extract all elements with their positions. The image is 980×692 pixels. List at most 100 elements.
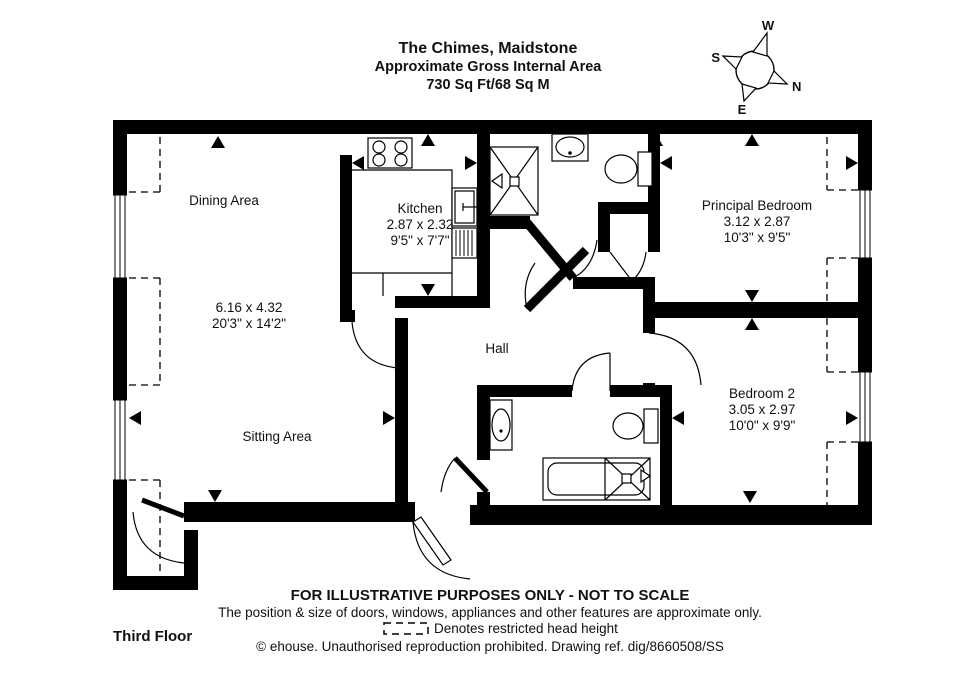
compass-east-label: E bbox=[738, 102, 747, 117]
dining-dim-imperial: 20'3" x 14'2" bbox=[212, 316, 286, 331]
compass-west-spike bbox=[752, 31, 768, 57]
footer-legend-text: Denotes restricted head height bbox=[434, 621, 618, 636]
window-dining-left bbox=[112, 194, 128, 279]
bedroom2-dim-imperial: 10'0" x 9'9" bbox=[729, 418, 796, 433]
principal-bedroom-label: Principal Bedroom bbox=[702, 198, 812, 213]
marker-left-shower bbox=[490, 172, 503, 190]
hall-cupboard-door-leaf bbox=[453, 456, 489, 494]
sitting-hall-divider bbox=[395, 318, 408, 502]
restricted-height-legend-icon bbox=[383, 622, 429, 635]
principal-dim-imperial: 10'3" x 9'5" bbox=[724, 230, 791, 245]
marker-up-dining bbox=[211, 136, 225, 148]
bedroom2-door-arc bbox=[648, 332, 702, 386]
compass-west-label: W bbox=[762, 18, 775, 33]
bathroom-east-wall bbox=[660, 385, 672, 505]
compass-south-label: S bbox=[711, 50, 720, 65]
shower-room-toilet bbox=[604, 151, 653, 187]
cupboard-door-arc bbox=[631, 251, 647, 282]
marker-left-kitchen bbox=[352, 156, 364, 170]
window-principal-right bbox=[857, 189, 873, 259]
marker-down-sitting bbox=[208, 490, 222, 502]
marker-left-sitting bbox=[129, 411, 141, 425]
windows bbox=[112, 189, 873, 481]
bathroom-north-wall-left bbox=[477, 385, 572, 397]
compass-north-label: N bbox=[792, 79, 801, 94]
cupboard-door-leaf bbox=[609, 251, 633, 282]
interior-walls bbox=[340, 134, 872, 505]
doors bbox=[132, 239, 702, 580]
marker-down-principal bbox=[745, 290, 759, 302]
shower-room-door-arc bbox=[524, 262, 536, 310]
hob-icon bbox=[367, 137, 413, 169]
kitchen-label: Kitchen bbox=[397, 201, 442, 216]
bathroom-door-arc bbox=[571, 352, 611, 392]
bathroom-west-wall-stub bbox=[477, 492, 490, 505]
room-labels: Dining Area 6.16 x 4.32 20'3" x 14'2" Ki… bbox=[189, 193, 812, 444]
marker-right-sitting bbox=[383, 411, 395, 425]
bedrooms-divider-wall bbox=[650, 302, 872, 318]
page-title: The Chimes, Maidstone bbox=[399, 40, 578, 57]
marker-down-bedroom2 bbox=[743, 491, 757, 503]
compass-east-spike bbox=[741, 83, 758, 103]
bedroom2-label: Bedroom 2 bbox=[729, 386, 795, 401]
storage-door-arc bbox=[132, 511, 185, 564]
hall-cupboard-door-arc bbox=[440, 457, 456, 493]
compass-south-spike bbox=[721, 55, 743, 71]
entrance-door-arc bbox=[412, 521, 471, 580]
marker-right-bath bbox=[640, 468, 652, 484]
marker-left-principal bbox=[660, 156, 672, 170]
kitchen-dim-metric: 2.87 x 2.32 bbox=[387, 217, 454, 232]
bathroom-basin bbox=[489, 399, 513, 451]
restricted-head-height-lines bbox=[129, 137, 858, 572]
cupboard-top-wall bbox=[598, 202, 660, 214]
title-area: 730 Sq Ft/68 Sq M bbox=[426, 77, 549, 93]
corridor-north-wall bbox=[573, 277, 655, 289]
bathtub bbox=[542, 457, 651, 501]
marker-right-bedroom2 bbox=[846, 411, 858, 425]
principal-bedroom-door-arc bbox=[572, 239, 598, 279]
marker-up-bedroom2 bbox=[745, 318, 759, 330]
marker-up-shower-room bbox=[649, 134, 663, 146]
vestibule-diagonal-door-leaf bbox=[523, 246, 590, 313]
kitchen-hall-wall-left bbox=[340, 310, 355, 322]
kitchen-hall-wall-right bbox=[395, 296, 480, 308]
kitchen-west-wall bbox=[340, 155, 352, 310]
sitting-area-label: Sitting Area bbox=[242, 429, 312, 444]
storage-door-leaf bbox=[141, 497, 185, 519]
marker-down-kitchen bbox=[421, 284, 435, 296]
dining-area-label: Dining Area bbox=[189, 193, 259, 208]
footer-copyright: © ehouse. Unauthorised reproduction proh… bbox=[256, 639, 724, 654]
shower-room-basin bbox=[551, 133, 589, 162]
title-subtitle: Approximate Gross Internal Area bbox=[375, 59, 603, 75]
footer-disclaimer: FOR ILLUSTRATIVE PURPOSES ONLY - NOT TO … bbox=[291, 587, 690, 604]
bathroom-west-wall bbox=[477, 385, 490, 460]
entrance-door-leaf bbox=[412, 516, 452, 566]
floor-label: Third Floor bbox=[113, 628, 192, 645]
title-block: The Chimes, Maidstone Approximate Gross … bbox=[375, 40, 603, 93]
window-bedroom2-right bbox=[857, 371, 873, 443]
footer: Third Floor FOR ILLUSTRATIVE PURPOSES ON… bbox=[113, 587, 762, 654]
shower-room-south-wall bbox=[477, 216, 530, 229]
bathroom-toilet bbox=[612, 408, 659, 444]
hall-label: Hall bbox=[485, 341, 508, 356]
window-sitting-left bbox=[112, 399, 128, 481]
marker-up-principal bbox=[745, 134, 759, 146]
bedroom2-dim-metric: 3.05 x 2.97 bbox=[729, 402, 796, 417]
marker-right-kitchen bbox=[465, 156, 477, 170]
cupboard-left-wall bbox=[598, 202, 610, 252]
measurement-markers bbox=[129, 134, 858, 503]
cupboard-right-wall bbox=[648, 202, 660, 252]
marker-up-kitchen bbox=[421, 134, 435, 146]
kitchen-dim-imperial: 9'5" x 7'7" bbox=[390, 233, 449, 248]
compass-icon: W S N E bbox=[711, 18, 801, 117]
sitting-door-arc bbox=[351, 321, 399, 369]
kitchen-sink bbox=[451, 187, 478, 259]
bedroom2-door-stub-top bbox=[643, 318, 655, 333]
compass-north-spike bbox=[767, 69, 789, 85]
dining-dim-metric: 6.16 x 4.32 bbox=[216, 300, 283, 315]
principal-dim-metric: 3.12 x 2.87 bbox=[724, 214, 791, 229]
marker-right-principal bbox=[846, 156, 858, 170]
marker-left-bedroom2 bbox=[672, 411, 684, 425]
footer-approximate-note: The position & size of doors, windows, a… bbox=[218, 605, 762, 620]
